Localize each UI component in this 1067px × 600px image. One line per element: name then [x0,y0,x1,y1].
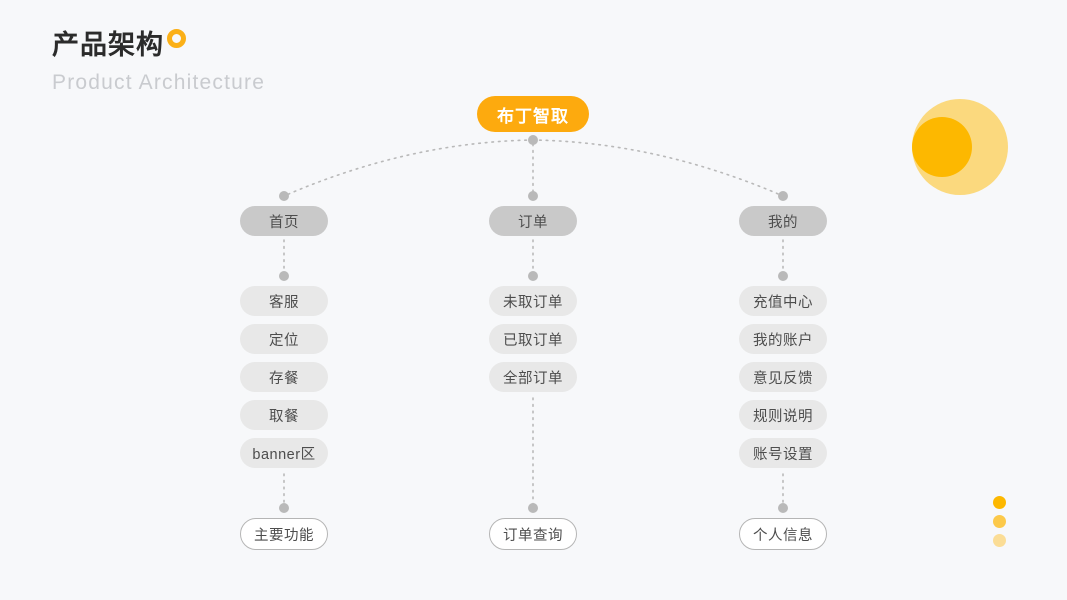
connector-endpoint-dot [528,503,538,513]
decorative-dot [993,515,1006,528]
page-header: 产品架构 Product Architecture [52,28,265,96]
connector-endpoint-dot [279,191,289,201]
connector-endpoint-dot [778,503,788,513]
diagram-child-node[interactable]: 账号设置 [739,438,827,468]
diagram-footer-node[interactable]: 个人信息 [739,518,827,550]
diagram-child-node[interactable]: 我的账户 [739,324,827,354]
diagram-child-node[interactable]: 已取订单 [489,324,577,354]
diagram-child-node[interactable]: 规则说明 [739,400,827,430]
connector-line [283,139,534,197]
connector-endpoint-dot [778,191,788,201]
decorative-circle-small [912,117,972,177]
diagram-child-node[interactable]: 取餐 [240,400,328,430]
title-row: 产品架构 [52,28,265,62]
diagram-child-node[interactable]: 意见反馈 [739,362,827,392]
diagram-child-node[interactable]: banner区 [240,438,328,468]
page-subtitle: Product Architecture [52,71,266,94]
connector-endpoint-dot [528,191,538,201]
diagram-child-node[interactable]: 充值中心 [739,286,827,316]
diagram-root-node[interactable]: 布丁智取 [477,96,589,132]
diagram-branch-head-2[interactable]: 订单 [489,206,577,236]
diagram-branch-head-3[interactable]: 我的 [739,206,827,236]
diagram-child-node[interactable]: 未取订单 [489,286,577,316]
page-title: 产品架构 [52,30,164,60]
diagram-footer-node[interactable]: 订单查询 [489,518,577,550]
diagram-footer-node[interactable]: 主要功能 [240,518,328,550]
diagram-child-node[interactable]: 客服 [240,286,328,316]
decorative-dot [993,496,1006,509]
diagram-child-node[interactable]: 定位 [240,324,328,354]
decorative-dot-group [993,496,1006,553]
decorative-dot [993,534,1006,547]
orange-ring-icon [167,29,186,48]
connector-endpoint-dot [279,503,289,513]
diagram-branch-head-1[interactable]: 首页 [240,206,328,236]
connector-line [532,139,784,197]
diagram-child-node[interactable]: 全部订单 [489,362,577,392]
connector-endpoint-dot [778,271,788,281]
connector-endpoint-dot [528,271,538,281]
connector-endpoint-dot [279,271,289,281]
diagram-child-node[interactable]: 存餐 [240,362,328,392]
